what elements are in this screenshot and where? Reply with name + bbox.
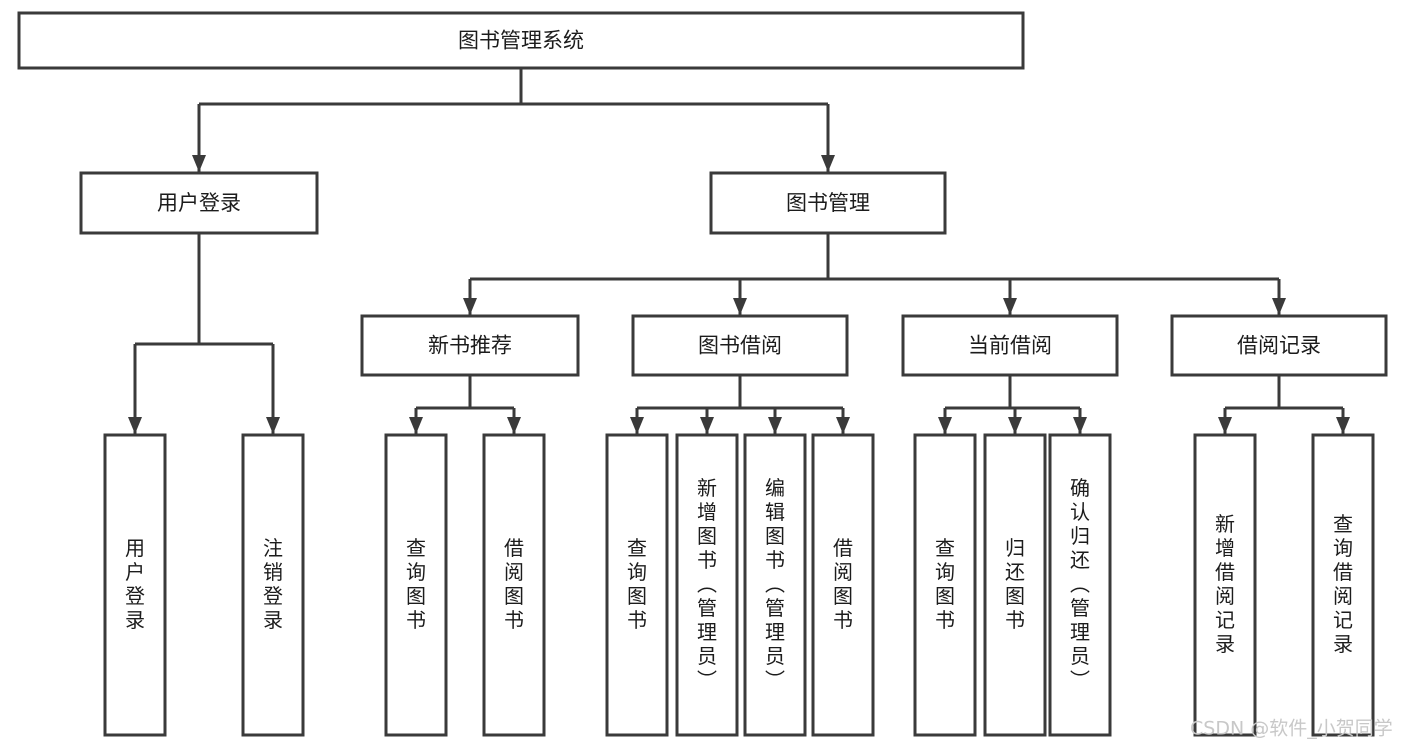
node-label: 查询图书 — [627, 536, 647, 632]
arrow-head — [938, 417, 952, 434]
node-label: 用户登录 — [157, 191, 241, 215]
node-box — [1193, 433, 1257, 737]
arrow-head — [733, 298, 747, 315]
node-current-borrow[interactable]: 当前借阅 — [901, 314, 1119, 377]
node-leaf-borrow-book-recommend[interactable]: 借阅图书 — [482, 433, 546, 737]
node-box — [1170, 314, 1388, 377]
arrow-head — [630, 417, 644, 434]
node-leaf-add-borrow-record[interactable]: 新增借阅记录 — [1193, 433, 1257, 737]
node-leaf-user-login[interactable]: 用户登录 — [103, 433, 167, 737]
node-box — [811, 433, 875, 737]
node-leaf-edit-book[interactable]: 编辑图书︵管理员︶ — [743, 433, 807, 737]
arrow-head — [700, 417, 714, 434]
node-root[interactable]: 图书管理系统 — [17, 11, 1025, 70]
node-box — [901, 314, 1119, 377]
node-label: 查询图书 — [406, 536, 426, 632]
arrow-head — [836, 417, 850, 434]
node-box — [384, 433, 448, 737]
node-label: 确认归还︵管理员︶ — [1070, 476, 1090, 692]
node-box — [103, 433, 167, 737]
arrow-head — [1336, 417, 1350, 434]
arrow-head — [1218, 417, 1232, 434]
node-leaf-query-borrow-record[interactable]: 查询借阅记录 — [1311, 433, 1375, 737]
arrow-head — [266, 417, 280, 434]
node-new-book-recommend[interactable]: 新书推荐 — [360, 314, 580, 377]
node-leaf-query-book-borrow[interactable]: 查询图书 — [605, 433, 669, 737]
connector-group-root — [192, 68, 835, 172]
node-label: 图书借阅 — [698, 334, 782, 358]
arrow-head — [1008, 417, 1022, 434]
arrow-head — [507, 417, 521, 434]
connector-group-current-borrow — [938, 375, 1087, 434]
node-box — [709, 171, 947, 235]
arrow-head — [821, 155, 835, 172]
connector-group-new-book-recommend — [409, 375, 521, 434]
node-box — [605, 433, 669, 737]
node-leaf-user-logout[interactable]: 注销登录 — [241, 433, 305, 737]
node-label: 借阅图书 — [504, 536, 524, 632]
node-leaf-return-book[interactable]: 归还图书 — [983, 433, 1047, 737]
node-label: 新增借阅记录 — [1215, 512, 1235, 656]
arrow-head — [463, 298, 477, 315]
node-box — [79, 171, 319, 235]
node-leaf-query-book-recommend[interactable]: 查询图书 — [384, 433, 448, 737]
arrow-head — [128, 417, 142, 434]
node-book-management[interactable]: 图书管理 — [709, 171, 947, 235]
node-box — [631, 314, 849, 377]
node-leaf-confirm-return[interactable]: 确认归还︵管理员︶ — [1048, 433, 1112, 737]
node-label: 注销登录 — [263, 536, 283, 632]
connector-group-borrow-record — [1218, 375, 1350, 434]
node-leaf-add-book[interactable]: 新增图书︵管理员︶ — [675, 433, 739, 737]
connector-layer — [128, 68, 1350, 434]
arrow-head — [768, 417, 782, 434]
node-book-borrow[interactable]: 图书借阅 — [631, 314, 849, 377]
node-box — [17, 11, 1025, 70]
node-box — [1048, 433, 1112, 737]
node-box — [743, 433, 807, 737]
node-box — [1311, 433, 1375, 737]
arrow-head — [1003, 298, 1017, 315]
node-box — [983, 433, 1047, 737]
node-leaf-borrow-book[interactable]: 借阅图书 — [811, 433, 875, 737]
node-label: 图书管理 — [786, 191, 870, 215]
connector-group-book-borrow — [630, 375, 850, 434]
node-user-login[interactable]: 用户登录 — [79, 171, 319, 235]
node-box — [241, 433, 305, 737]
arrow-head — [409, 417, 423, 434]
watermark-layer: CSDN @软件_小贺同学 — [1190, 718, 1393, 740]
node-leaf-query-book-current[interactable]: 查询图书 — [913, 433, 977, 737]
node-layer: 图书管理系统用户登录图书管理新书推荐图书借阅当前借阅借阅记录用户登录注销登录查询… — [17, 11, 1388, 737]
node-label: 新书推荐 — [428, 334, 512, 358]
node-label: 编辑图书︵管理员︶ — [765, 476, 785, 692]
node-label: 用户登录 — [125, 536, 145, 632]
node-label: 新增图书︵管理员︶ — [697, 476, 717, 692]
connector-group-book-management — [463, 233, 1286, 315]
node-box — [360, 314, 580, 377]
node-borrow-record[interactable]: 借阅记录 — [1170, 314, 1388, 377]
node-label: 查询借阅记录 — [1333, 512, 1353, 656]
node-box — [482, 433, 546, 737]
node-label: 查询图书 — [935, 536, 955, 632]
node-box — [675, 433, 739, 737]
node-label: 图书管理系统 — [458, 29, 584, 53]
arrow-head — [1272, 298, 1286, 315]
node-label: 当前借阅 — [968, 334, 1052, 358]
node-label: 借阅记录 — [1237, 334, 1321, 358]
node-label: 借阅图书 — [833, 536, 853, 632]
connector-group-user-login — [128, 233, 280, 434]
csdn-watermark: CSDN @软件_小贺同学 — [1190, 718, 1393, 740]
arrow-head — [1073, 417, 1087, 434]
node-label: 归还图书 — [1005, 536, 1025, 632]
node-box — [913, 433, 977, 737]
arrow-head — [192, 155, 206, 172]
